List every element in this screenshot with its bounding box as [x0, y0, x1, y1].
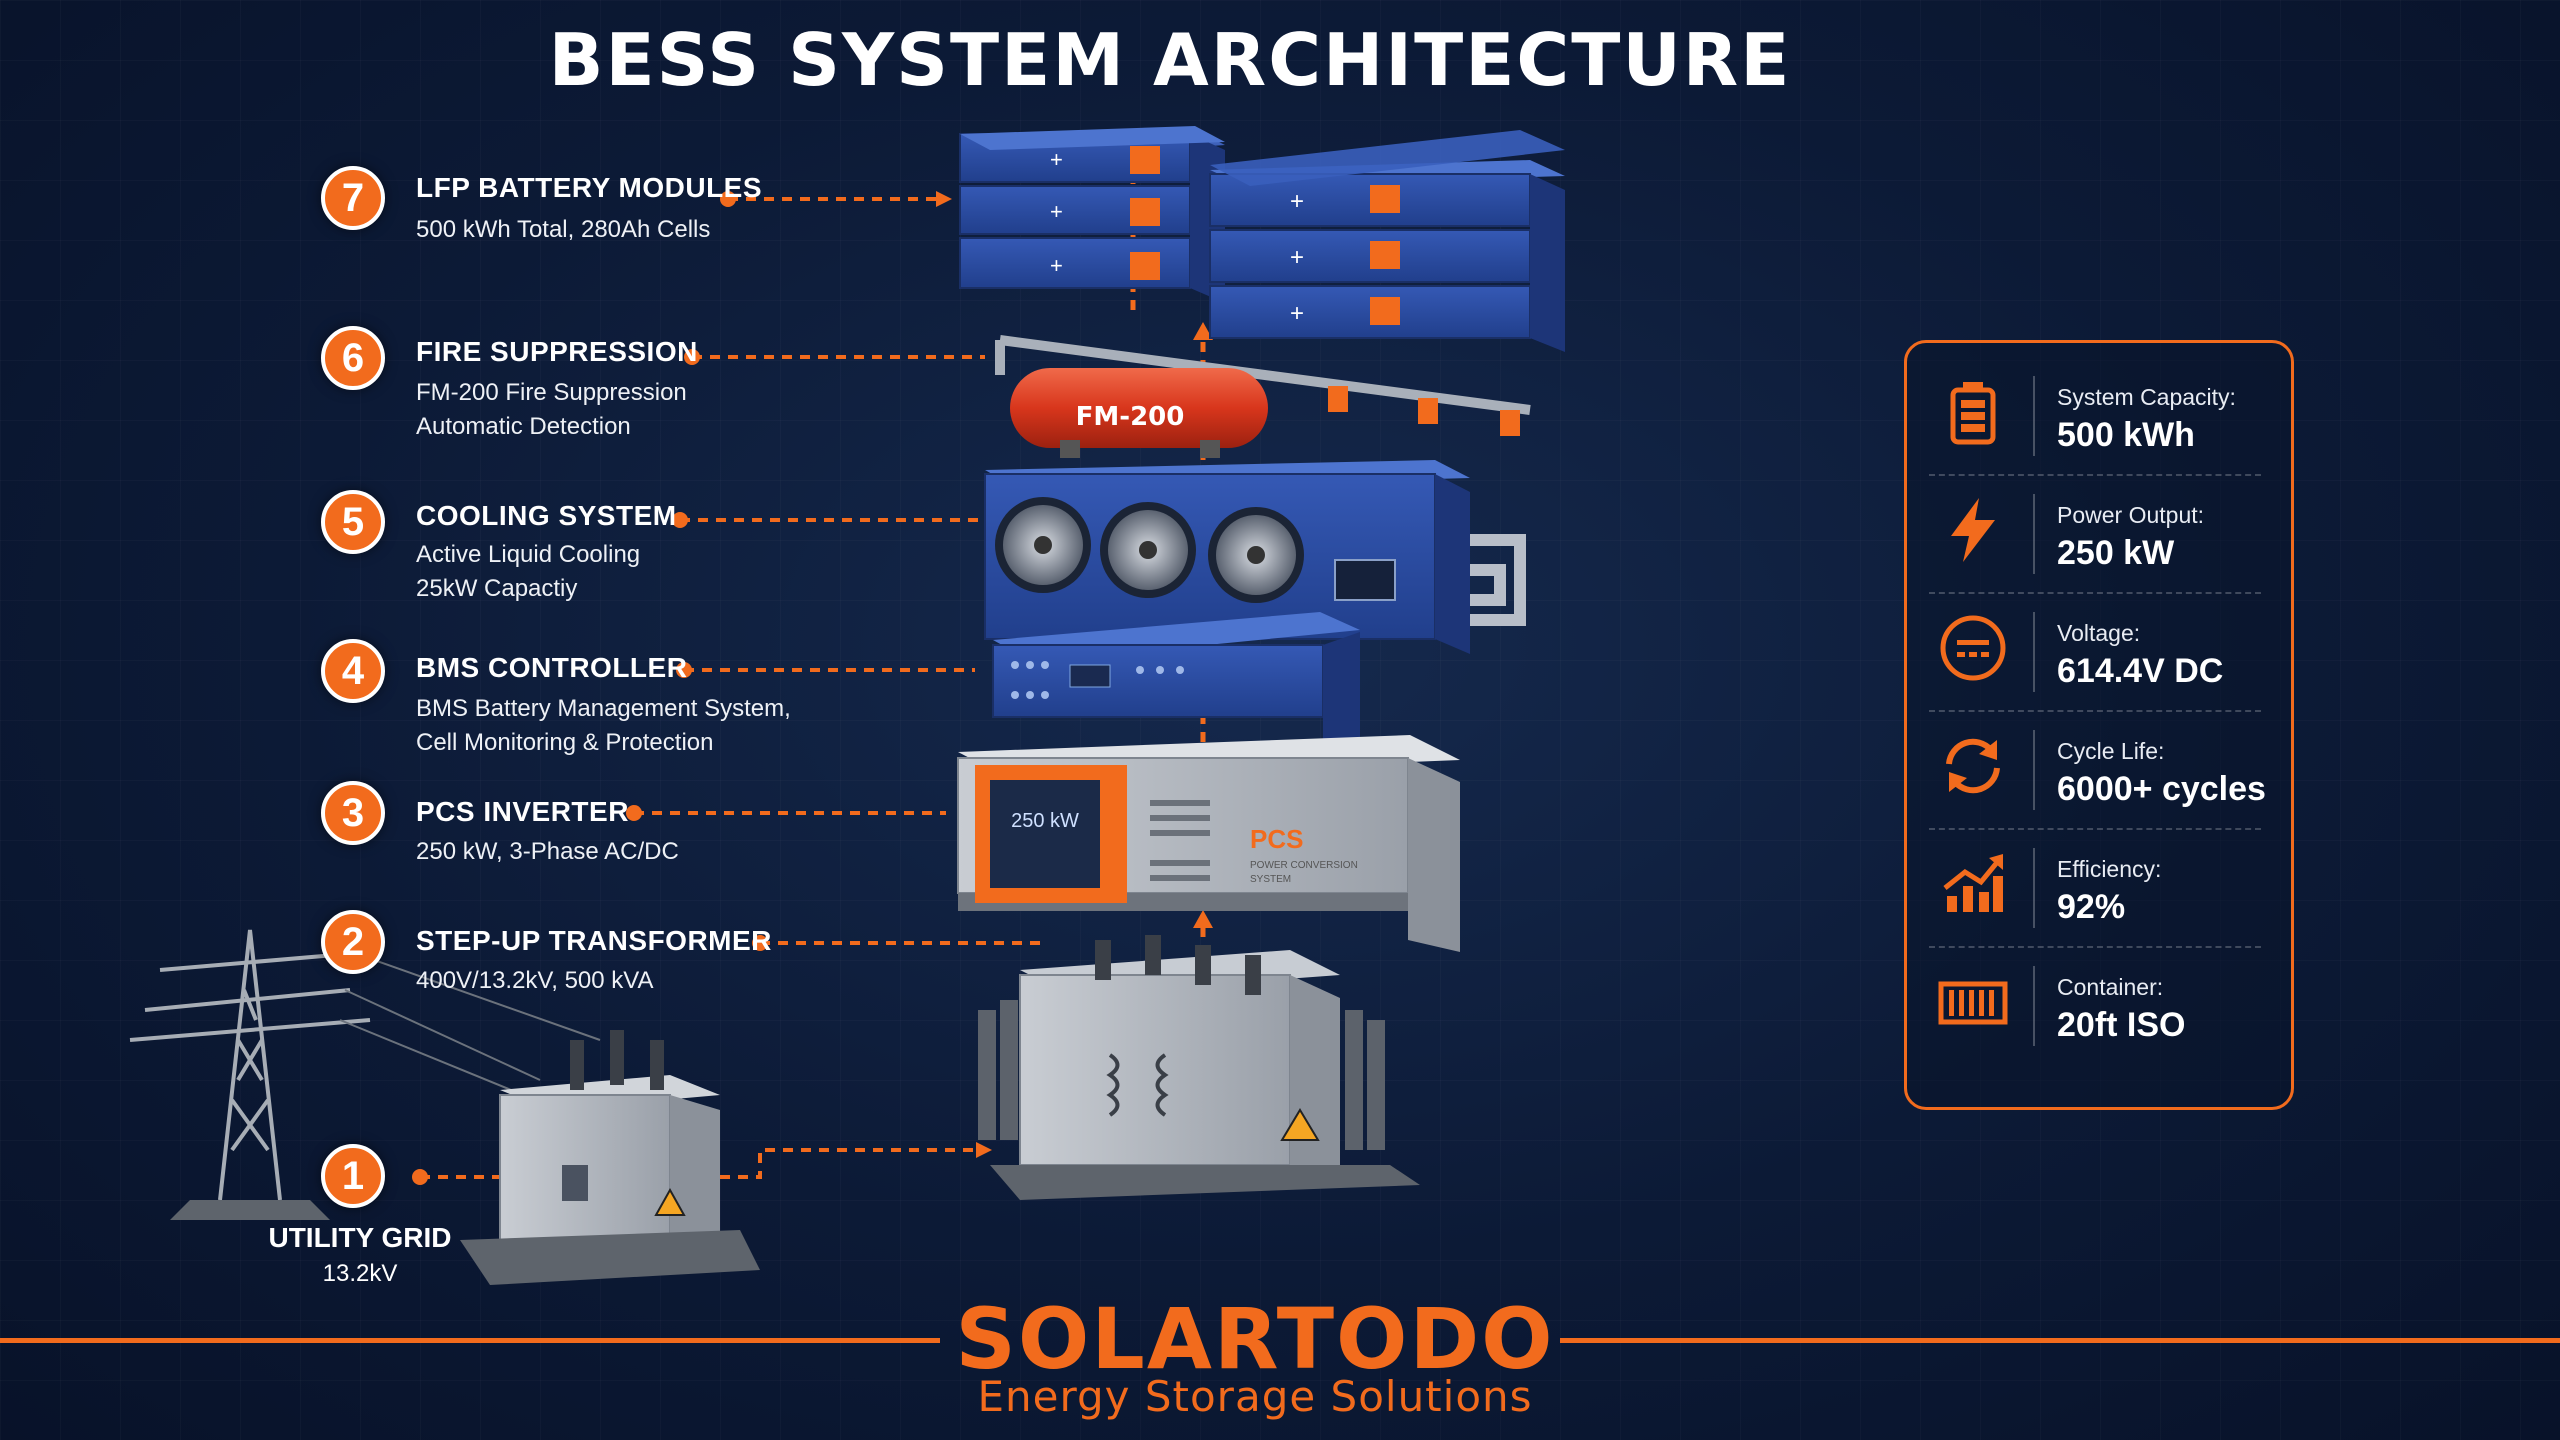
specs-panel: System Capacity: 500 kWh Power Output: 2… — [1904, 340, 2294, 1110]
pcs-sub-text-2: SYSTEM — [1250, 874, 1291, 885]
spec-row-voltage: Voltage: 614.4V DC — [1907, 594, 2291, 712]
spec-value: 92% — [2057, 888, 2126, 926]
spec-row-capacity: System Capacity: 500 kWh — [1907, 358, 2291, 476]
battery-icon — [1950, 382, 1996, 445]
pcs-inverter-cabinet: 250 kW PCS POWER CONVERSION SYSTEM — [957, 735, 1460, 952]
label-desc-3: 250 kW, 3-Phase AC/DC — [416, 838, 679, 865]
pcs-brand-text: PCS — [1250, 824, 1303, 854]
dc-voltage-icon — [1940, 615, 2006, 681]
battery-module-stack: + + + + + + — [959, 126, 1565, 352]
badge-1: 1 — [321, 1144, 385, 1208]
page-title: BESS SYSTEM ARCHITECTURE — [548, 18, 1792, 102]
cooling-unit — [984, 460, 1526, 654]
lightning-icon — [1951, 498, 1995, 562]
fire-suppression-unit: FM-200 — [995, 335, 1531, 458]
growth-chart-icon — [1943, 854, 2003, 912]
spec-value: 500 kWh — [2057, 416, 2195, 454]
footer-line-right — [1560, 1338, 2560, 1343]
svg-text:+: + — [1050, 147, 1063, 172]
label-title-1: UTILITY GRID — [268, 1222, 452, 1253]
svg-text:+: + — [1050, 199, 1063, 224]
spec-label: System Capacity: — [2057, 384, 2236, 410]
label-desc-1: 13.2kV — [322, 1260, 398, 1287]
label-desc-4: BMS Battery Management System,Cell Monit… — [416, 695, 791, 756]
fm200-tank-label: FM-200 — [1076, 402, 1185, 432]
svg-text:+: + — [1290, 188, 1304, 215]
spec-value: 20ft ISO — [2057, 1006, 2186, 1044]
utility-grid-label: UTILITY GRID 13.2kV — [220, 1222, 500, 1288]
leader-dots — [412, 191, 768, 1185]
container-icon — [1938, 981, 2008, 1025]
label-desc-7: 500 kWh Total, 280Ah Cells — [416, 216, 711, 243]
svg-text:+: + — [1050, 253, 1063, 278]
pcs-screen-text: 250 kW — [1011, 810, 1079, 832]
bms-controller-unit — [992, 612, 1360, 775]
pcs-sub-text-1: POWER CONVERSION — [1250, 860, 1358, 871]
leader-arrows — [936, 191, 992, 1158]
label-title-7: LFP BATTERY MODULES — [416, 172, 763, 203]
spec-label: Container: — [2057, 974, 2164, 1000]
badge-4: 4 — [321, 639, 385, 703]
label-desc-2: 400V/13.2kV, 500 kVA — [416, 967, 654, 994]
badge-3: 3 — [321, 781, 385, 845]
spec-label: Voltage: — [2057, 620, 2141, 646]
label-title-6: FIRE SUPPRESSION — [416, 336, 698, 367]
spec-value: 250 kW — [2057, 534, 2175, 572]
spec-value: 6000+ cycles — [2057, 770, 2266, 808]
step-up-transformer — [978, 935, 1420, 1200]
label-title-5: COOLING SYSTEM — [416, 500, 677, 531]
label-title-4: BMS CONTROLLER — [416, 652, 688, 683]
label-title-3: PCS INVERTER — [416, 796, 629, 827]
badge-7: 7 — [321, 166, 385, 230]
spec-row-efficiency: Efficiency: 92% — [1907, 830, 2291, 948]
badge-6: 6 — [321, 326, 385, 390]
badge-5: 5 — [321, 490, 385, 554]
spec-row-power: Power Output: 250 kW — [1907, 476, 2291, 594]
svg-text:+: + — [1290, 244, 1304, 271]
spec-label: Power Output: — [2057, 502, 2205, 528]
cycle-arrows-icon — [1946, 738, 2000, 794]
brand-tagline: Energy Storage Solutions — [977, 1372, 1533, 1421]
spec-row-cycle-life: Cycle Life: 6000+ cycles — [1907, 712, 2291, 830]
spec-value: 614.4V DC — [2057, 652, 2224, 690]
label-title-2: STEP-UP TRANSFORMER — [416, 925, 772, 956]
spec-label: Efficiency: — [2057, 856, 2162, 882]
spec-label: Cycle Life: — [2057, 738, 2165, 764]
spec-row-container: Container: 20ft ISO — [1907, 948, 2291, 1066]
svg-text:+: + — [1290, 300, 1304, 327]
utility-grid-tower-and-pad-transformer — [129, 929, 760, 1285]
cooling-fans — [995, 497, 1304, 603]
brand-logo-text: SOLARTODO — [955, 1290, 1555, 1388]
badge-2: 2 — [321, 910, 385, 974]
footer-line-left — [0, 1338, 940, 1343]
